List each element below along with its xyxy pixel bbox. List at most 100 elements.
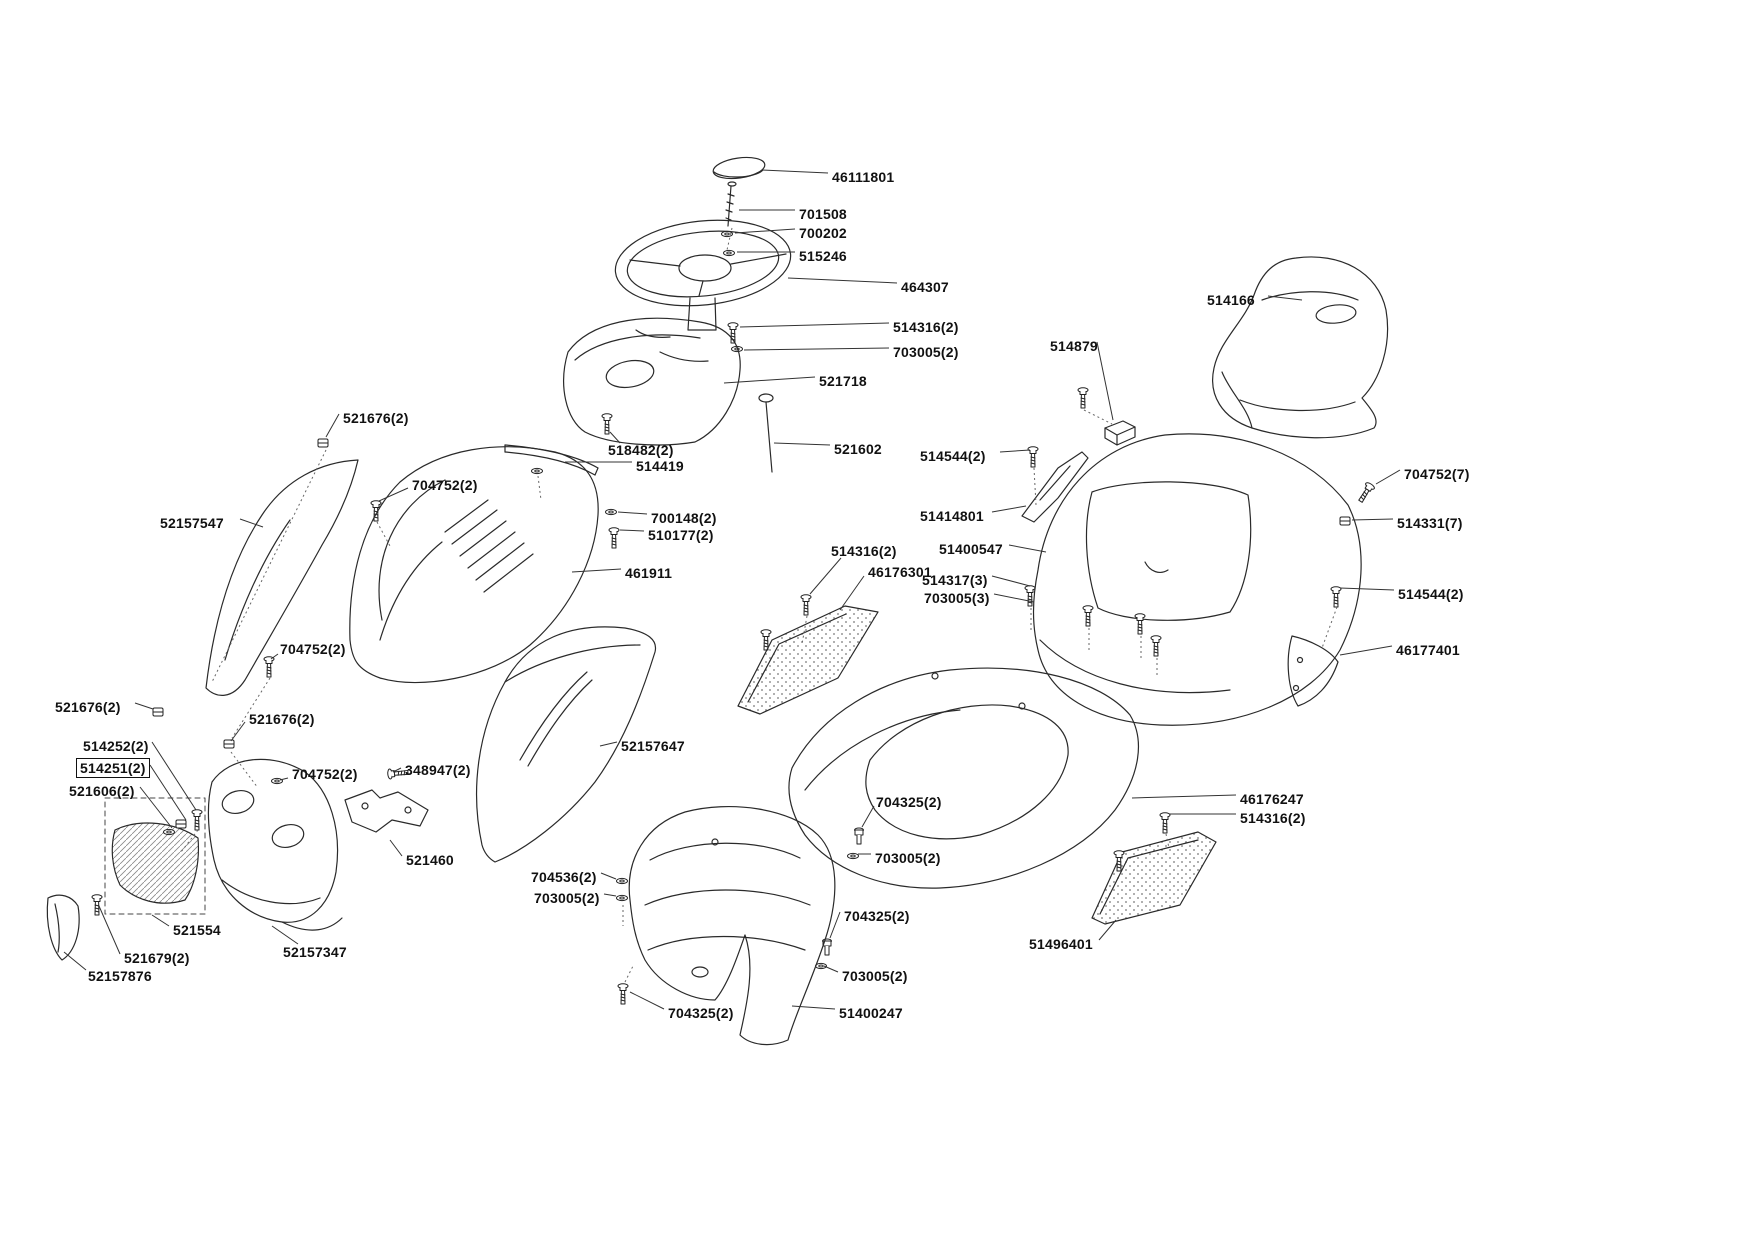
part-steering-wheel	[614, 219, 792, 331]
part-label: 52157876	[88, 968, 152, 984]
screw-521679-icon	[91, 894, 103, 916]
part-label: 514166	[1207, 292, 1255, 308]
screw-514879-icon	[1077, 387, 1089, 409]
part-label: 514879	[1050, 338, 1098, 354]
clip-521676-c-icon	[223, 739, 235, 749]
part-label: 704752(2)	[292, 766, 358, 782]
part-label: 704325(2)	[668, 1005, 734, 1021]
part-label: 51400547	[939, 541, 1003, 557]
part-label: 704325(2)	[876, 794, 942, 810]
part-label: 521460	[406, 852, 454, 868]
part-front-bumper	[207, 758, 343, 931]
part-label: 514331(7)	[1397, 515, 1463, 531]
part-label: 701508	[799, 206, 847, 222]
screw-704752-a-icon	[370, 500, 382, 522]
part-footrest-pad-right	[1091, 831, 1217, 925]
part-steering-cap	[712, 156, 766, 180]
part-label: 521676(2)	[343, 410, 409, 426]
part-label: 514316(2)	[893, 319, 959, 335]
part-label: 514316(2)	[831, 543, 897, 559]
part-support-bracket	[1021, 451, 1089, 523]
part-dash-panel	[563, 317, 741, 446]
part-label: 51496401	[1029, 936, 1093, 952]
screw-514544-b-icon	[1330, 586, 1342, 608]
part-right-side-panel	[475, 626, 657, 863]
screw-704325-bottom-icon	[617, 983, 629, 1005]
part-label: 46176247	[1240, 791, 1304, 807]
part-label: 514544(2)	[1398, 586, 1464, 602]
washer-703005-d-icon	[615, 894, 629, 902]
part-label: 510177(2)	[648, 527, 714, 543]
part-label: 52157647	[621, 738, 685, 754]
part-label: 521606(2)	[69, 783, 135, 799]
part-label: 46177401	[1396, 642, 1460, 658]
part-pedestal-cover	[628, 805, 836, 1046]
screw-514317-b-icon	[1082, 605, 1094, 627]
screw-703005-c-icon	[1150, 635, 1162, 657]
part-label: 51414801	[920, 508, 984, 524]
part-support-rail	[344, 789, 429, 833]
part-steering-bolt	[725, 181, 737, 227]
part-label: 700148(2)	[651, 510, 717, 526]
part-label: 46111801	[832, 169, 895, 185]
part-label: 514317(3)	[922, 572, 988, 588]
part-label: 521676(2)	[249, 711, 315, 727]
part-label: 521676(2)	[55, 699, 121, 715]
part-ignition-switch	[1104, 420, 1136, 446]
leader-lines	[63, 169, 1401, 1010]
part-label: 464307	[901, 279, 949, 295]
part-label: 704752(2)	[280, 641, 346, 657]
screw-514317-c-icon	[1134, 613, 1146, 635]
part-left-side-panel	[205, 459, 359, 696]
bolt-704325-a-icon	[853, 827, 865, 845]
part-label: 704752(7)	[1404, 466, 1470, 482]
washer-703005-a-icon	[846, 852, 860, 860]
screw-704752-7-icon	[1355, 480, 1377, 505]
part-label: 703005(3)	[924, 590, 990, 606]
washer-515246-icon	[722, 249, 736, 257]
washer-521606-icon	[162, 828, 176, 836]
clip-514331-icon	[1339, 516, 1351, 526]
washer-704752-hood-icon	[530, 467, 544, 475]
part-label: 703005(2)	[875, 850, 941, 866]
part-label: 703005(2)	[842, 968, 908, 984]
part-seat	[1212, 256, 1389, 439]
clip-521676-b-icon	[152, 707, 164, 717]
part-grille-region	[104, 797, 206, 915]
washer-700148-icon	[604, 508, 618, 516]
part-label: 514544(2)	[920, 448, 986, 464]
part-label: 521718	[819, 373, 867, 389]
part-label: 515246	[799, 248, 847, 264]
construction-lines	[180, 227, 1338, 983]
part-hood	[349, 446, 599, 684]
part-label: 521602	[834, 441, 882, 457]
part-rear-skirt	[1287, 635, 1339, 707]
part-label: 521679(2)	[124, 950, 190, 966]
bolt-704325-b-icon	[821, 938, 833, 956]
washer-704536-icon	[615, 877, 629, 885]
part-label: 704752(2)	[412, 477, 478, 493]
part-label: 514316(2)	[1240, 810, 1306, 826]
part-label: 514252(2)	[83, 738, 149, 754]
part-label-boxed: 514251(2)	[76, 758, 150, 778]
part-dipstick	[758, 393, 774, 473]
screw-514316-pad-icon	[800, 594, 812, 616]
part-rear-fender	[1032, 433, 1362, 726]
part-label: 704536(2)	[531, 869, 597, 885]
part-label: 52157547	[160, 515, 224, 531]
part-label: 703005(2)	[893, 344, 959, 360]
part-footrest-pad-left	[737, 605, 879, 715]
part-rear-body	[788, 667, 1140, 889]
part-label: 52157347	[283, 944, 347, 960]
washer-704752-c-icon	[270, 777, 284, 785]
screw-518482-icon	[601, 413, 613, 435]
part-corner-trim	[46, 894, 80, 961]
clip-521676-a-icon	[317, 438, 329, 448]
screw-514316-right-icon	[1159, 812, 1171, 834]
part-label: 46176301	[868, 564, 932, 580]
screw-704752-b-icon	[263, 656, 275, 678]
screw-514252-icon	[191, 809, 203, 831]
part-label: 703005(2)	[534, 890, 600, 906]
